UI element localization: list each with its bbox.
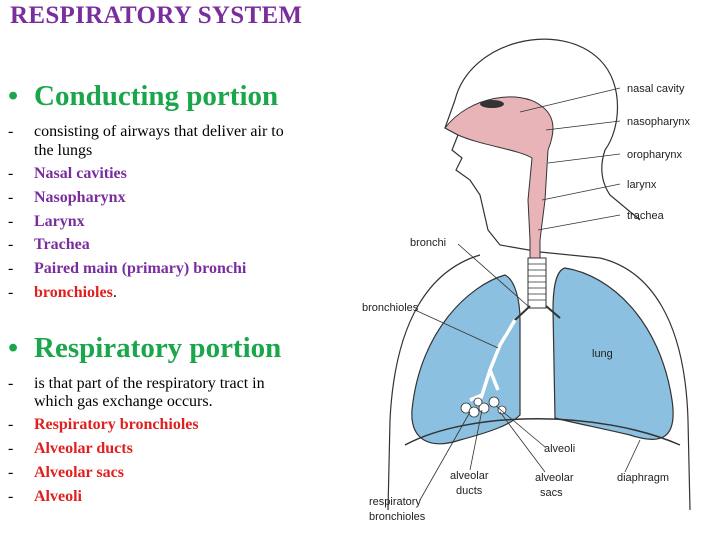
bullet-icon: • (8, 332, 19, 364)
slide-title: RESPIRATORY SYSTEM (10, 2, 303, 29)
label-larynx: larynx (627, 179, 657, 191)
label-alveolar-sacs-1: alveolar (535, 472, 574, 484)
nasal-cavity-opening (480, 100, 504, 108)
torso-right (599, 257, 691, 511)
respiratory-heading: • Respiratory portion (8, 332, 281, 365)
label-alveoli: alveoli (544, 443, 575, 455)
diaphragm-line (404, 418, 681, 446)
label-respiratory-bronchioles-2: bronchioles (369, 511, 426, 523)
torso-left (387, 254, 481, 511)
head-outline (454, 38, 641, 221)
leader-lines (414, 87, 641, 501)
label-nasopharynx: nasopharynx (627, 116, 690, 128)
conducting-heading-text: Conducting portion (34, 80, 279, 112)
label-bronchioles: bronchioles (362, 302, 419, 314)
label-diaphragm: diaphragm (617, 472, 669, 484)
bullet-icon: • (8, 80, 19, 112)
right-lung (552, 267, 674, 441)
respiratory-diagram: nasal cavity nasopharynx oropharynx lary… (362, 38, 691, 523)
respiratory-heading-text: Respiratory portion (34, 332, 282, 364)
trachea (527, 257, 547, 309)
bronchiole-tree (469, 319, 517, 406)
label-alveolar-ducts-1: alveolar (450, 470, 489, 482)
trachea-rings (528, 263, 546, 301)
label-respiratory-bronchioles-1: respiratory (369, 496, 421, 508)
label-oropharynx: oropharynx (627, 149, 683, 161)
conducting-heading: • Conducting portion (8, 80, 278, 113)
label-lung: lung (592, 348, 613, 360)
label-trachea: trachea (627, 210, 665, 222)
label-alveolar-ducts-2: ducts (456, 485, 483, 497)
label-bronchi: bronchi (410, 237, 446, 249)
label-alveolar-sacs-2: sacs (540, 487, 563, 499)
label-nasal-cavity: nasal cavity (627, 83, 685, 95)
upper-airway (444, 96, 554, 263)
